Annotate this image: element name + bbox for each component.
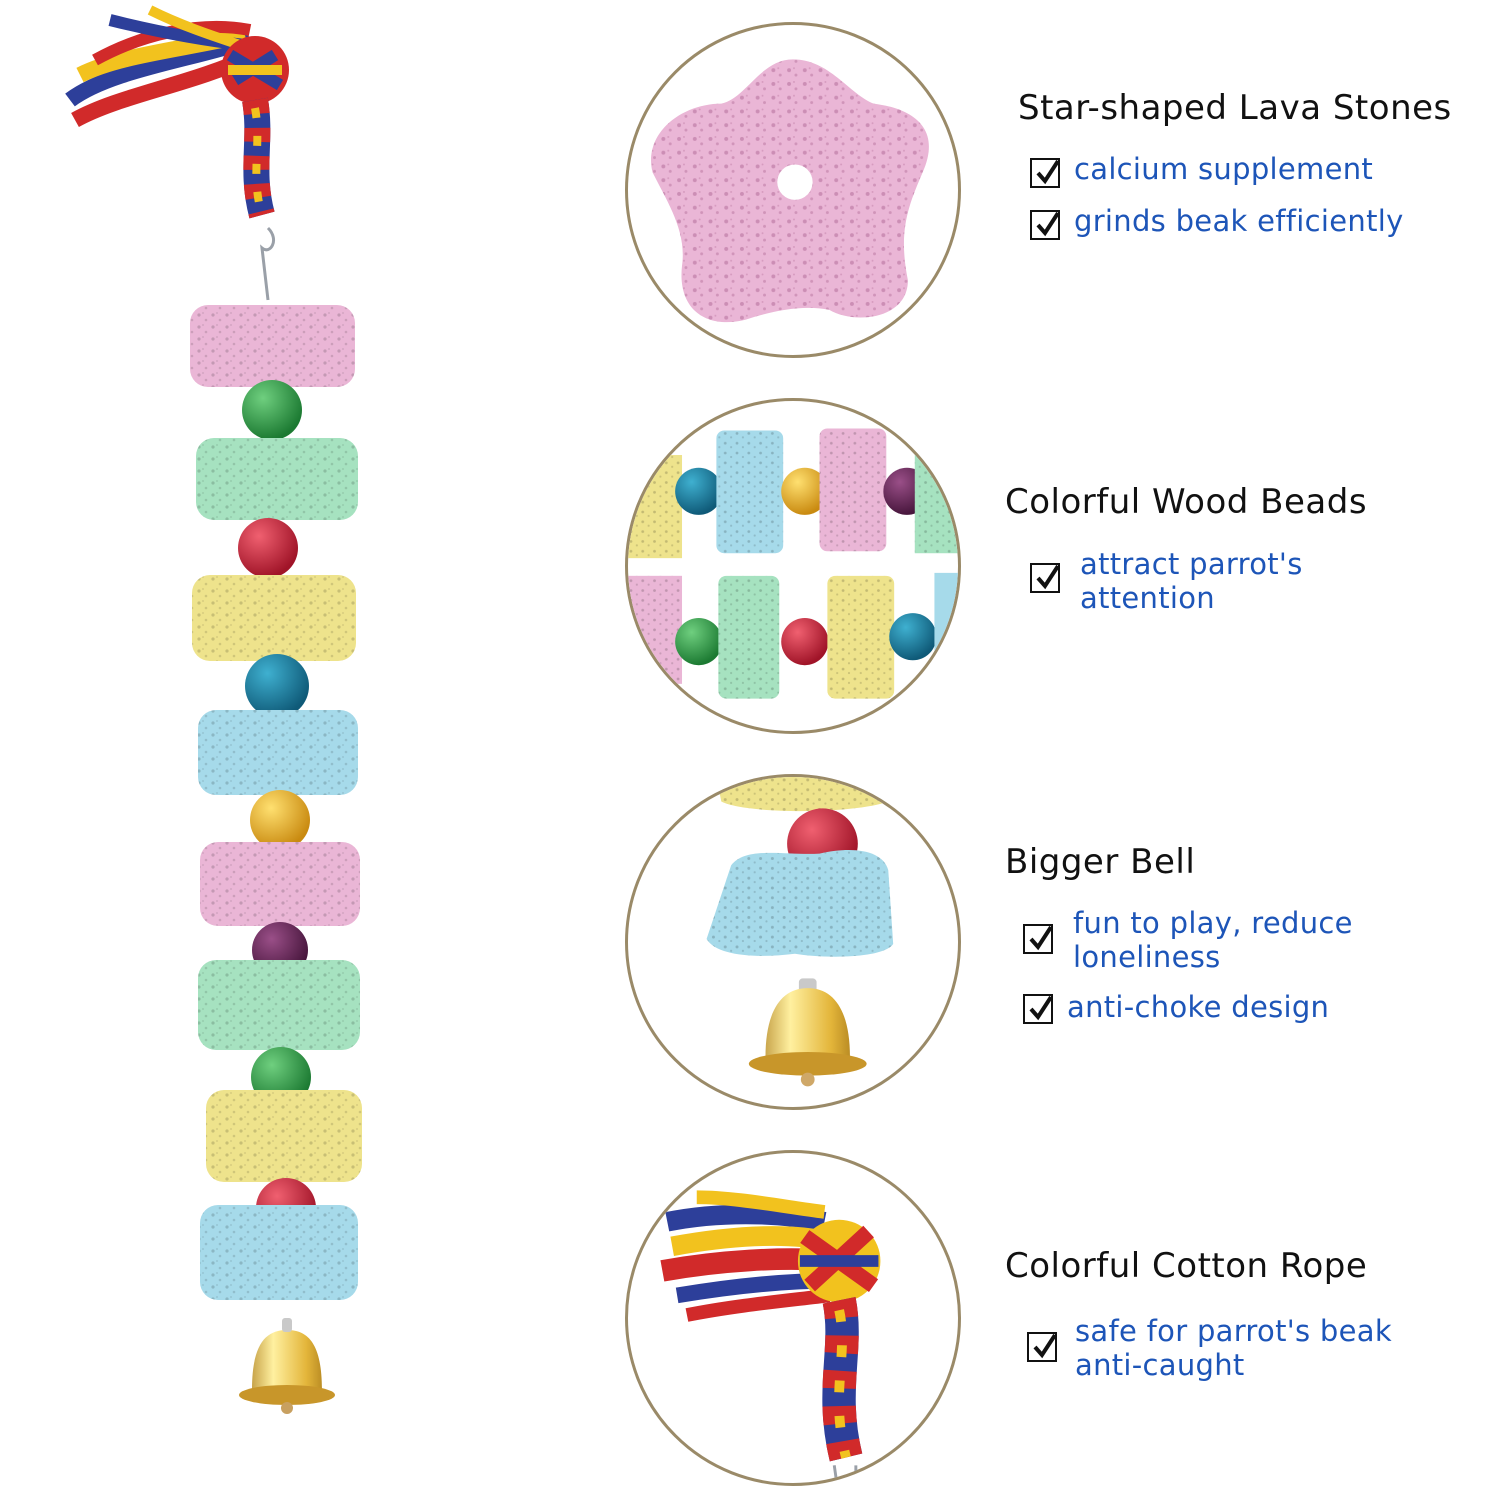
checkbox-checked-icon <box>1030 210 1060 240</box>
bead-yellow <box>250 790 310 850</box>
feature-heading-cotton-rope: Colorful Cotton Rope <box>1005 1246 1368 1286</box>
bead-green <box>242 380 302 440</box>
bell-icon <box>748 978 867 1087</box>
bell-closeup <box>625 774 961 1110</box>
checkbox-checked-icon <box>1023 924 1053 954</box>
toy-product-image <box>65 5 362 1414</box>
checkbox-checked-icon <box>1030 158 1060 188</box>
feature-bullet-text: calcium supplement <box>1074 152 1374 186</box>
stone-4 <box>198 710 358 795</box>
bell-icon <box>239 1318 335 1414</box>
feature-bullet-text: attract parrot's attention <box>1080 547 1303 615</box>
feature-heading-lava-stones: Star-shaped Lava Stones <box>1018 88 1452 128</box>
feature-bullet-text: fun to play, reduce loneliness <box>1073 906 1353 974</box>
stone-8 <box>200 1205 358 1300</box>
rope-icon <box>660 1190 881 1481</box>
wood-beads-closeup <box>625 398 961 734</box>
feature-bullet-text: grinds beak efficiently <box>1074 204 1404 238</box>
stone-6 <box>198 960 360 1050</box>
feature-bullet-text: anti-choke design <box>1067 990 1330 1024</box>
checkbox-checked-icon <box>1023 994 1053 1024</box>
checkbox-checked-icon <box>1027 1332 1057 1362</box>
stone-hole <box>777 164 813 200</box>
feature-heading-bigger-bell: Bigger Bell <box>1005 842 1196 882</box>
feature-heading-wood-beads: Colorful Wood Beads <box>1005 482 1368 522</box>
stone-1 <box>190 305 355 387</box>
rope-closeup <box>625 1150 961 1486</box>
stone-7 <box>206 1090 362 1182</box>
stone-2 <box>196 438 358 520</box>
stone-3 <box>192 575 356 661</box>
checkbox-checked-icon <box>1030 563 1060 593</box>
stone-5 <box>200 842 360 926</box>
bead-blue <box>245 654 309 718</box>
feature-bullet-text: safe for parrot's beak anti-caught <box>1075 1314 1392 1382</box>
bead-red <box>238 518 298 578</box>
lava-stone-closeup <box>625 22 961 358</box>
rope-icon <box>65 5 289 301</box>
